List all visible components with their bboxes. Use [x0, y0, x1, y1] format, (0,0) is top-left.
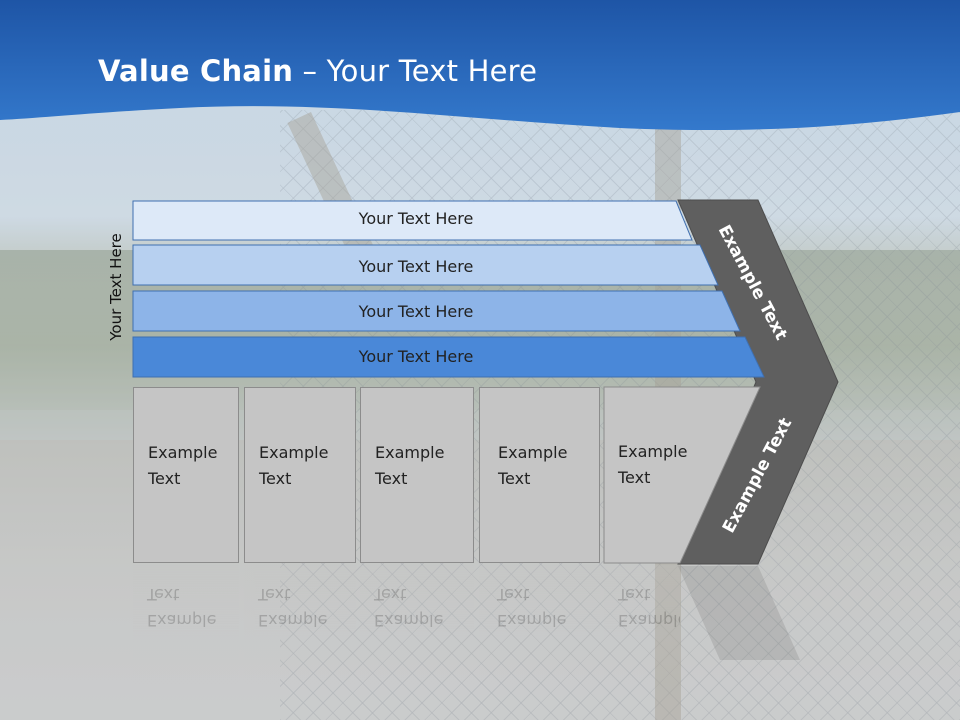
- bar-1: [132, 200, 693, 241]
- box-5: Example Text: [604, 387, 714, 563]
- box-1-label: Example Text: [148, 443, 218, 488]
- box-5-shape: [603, 386, 761, 564]
- box-5-reflection: Example Text: [604, 565, 680, 685]
- box-2-reflection-label: Example Text: [258, 585, 328, 630]
- box-1-reflection: Example Text: [133, 565, 239, 685]
- box-5-label: Example Text: [618, 442, 688, 487]
- box-4-reflection-label: Example Text: [497, 585, 567, 630]
- box-1: Example Text: [133, 387, 239, 563]
- box-3-reflection-label: Example Text: [374, 585, 444, 630]
- chevron-reflection: [678, 566, 800, 660]
- title-bold: Value Chain: [98, 54, 294, 88]
- box-2-label: Example Text: [259, 443, 329, 488]
- box-4-label: Example Text: [498, 443, 568, 488]
- bar-4: [132, 336, 765, 378]
- bar-3: [132, 290, 741, 332]
- box-4: Example Text: [479, 387, 600, 563]
- box-2-reflection: Example Text: [244, 565, 356, 685]
- bar-2-label: Your Text Here: [358, 257, 474, 276]
- box-2: Example Text: [244, 387, 356, 563]
- box-4-reflection: Example Text: [479, 565, 600, 685]
- box-3-reflection: Example Text: [360, 565, 474, 685]
- bar-4-label: Your Text Here: [358, 347, 474, 366]
- bar-2: [132, 244, 719, 286]
- box-1-reflection-label: Example Text: [147, 585, 217, 630]
- bar-3-label: Your Text Here: [358, 302, 474, 321]
- box-3: Example Text: [360, 387, 474, 563]
- page-title: Value Chain – Your Text Here: [98, 54, 537, 88]
- title-rest: – Your Text Here: [293, 54, 538, 88]
- bar-1-label: Your Text Here: [358, 209, 474, 228]
- box-3-label: Example Text: [375, 443, 445, 488]
- box-5-reflection-label: Example Text: [618, 585, 680, 630]
- header-banner: [0, 0, 960, 131]
